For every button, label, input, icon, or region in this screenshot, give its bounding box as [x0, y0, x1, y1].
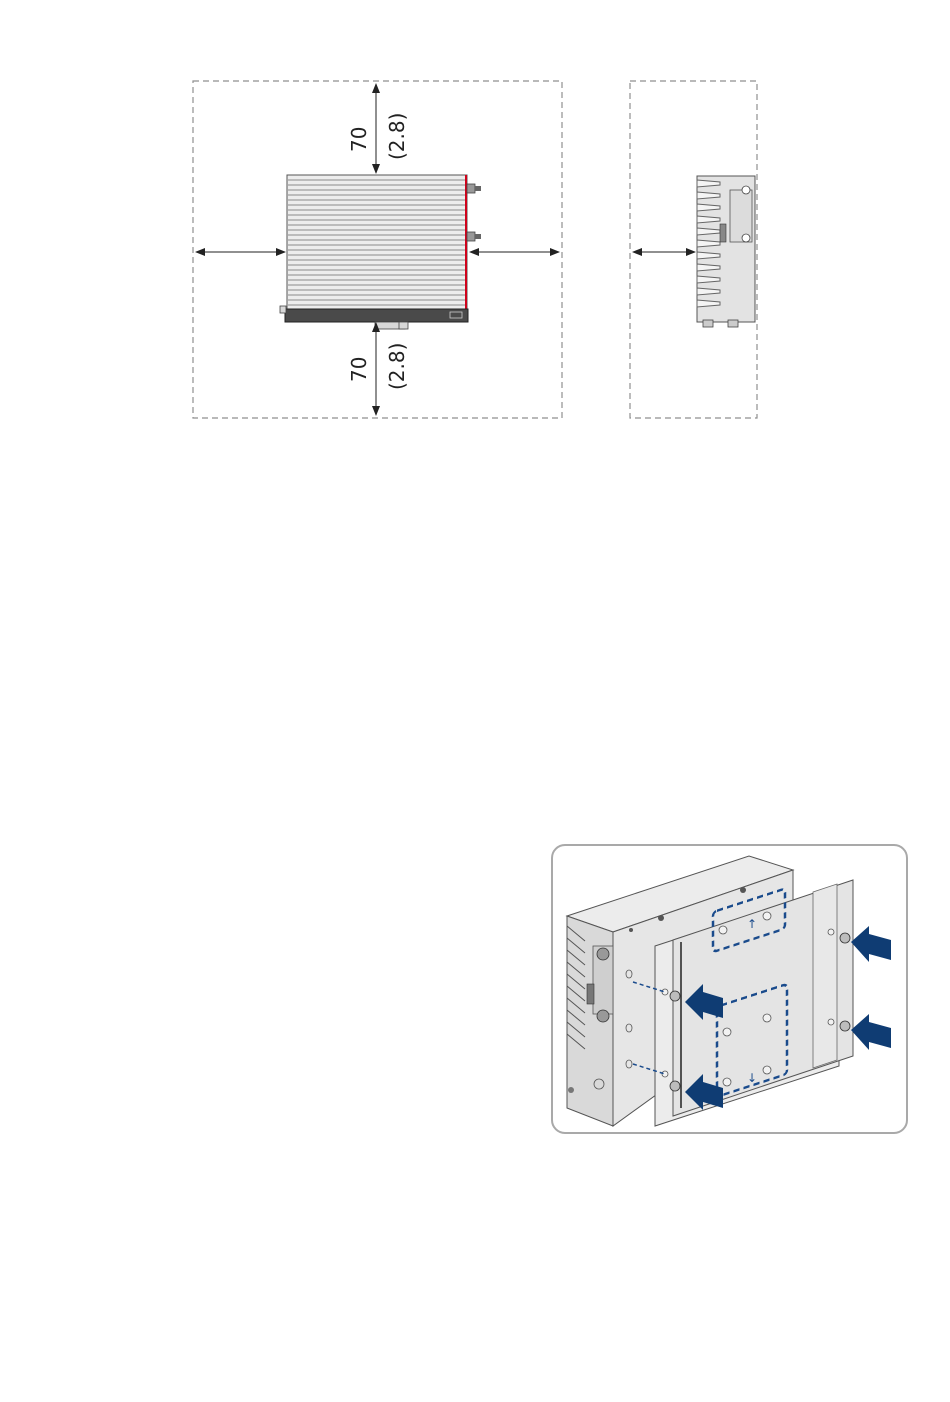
svg-text:↓: ↓ [747, 1071, 757, 1085]
top-clearance-unit-value: (2.8) [385, 113, 409, 160]
clearance-diagram: 70 (2.8) 70 (2.8) [0, 0, 950, 450]
device-side-view-icon [697, 176, 755, 327]
mounting-illustration-frame: ↑ ↓ [551, 844, 908, 1134]
bottom-clearance-unit-value: (2.8) [385, 343, 409, 390]
device-top-view-icon [280, 175, 481, 329]
mounting-bracket-illustration: ↑ ↓ [553, 846, 906, 1132]
svg-text:↑: ↑ [747, 917, 757, 931]
top-clearance-value: 70 [347, 127, 371, 152]
bottom-clearance-value: 70 [347, 357, 371, 382]
